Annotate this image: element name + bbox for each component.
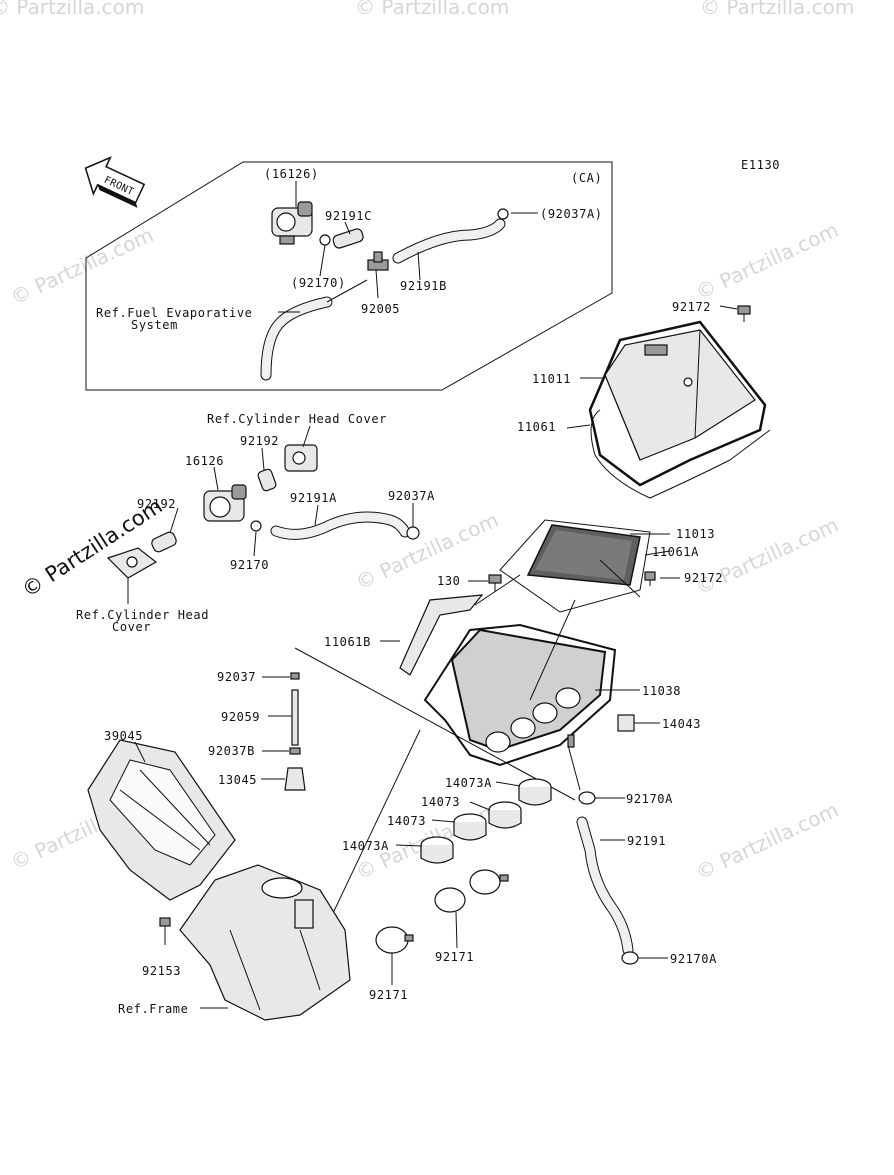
watermark: © Partzilla.com <box>692 513 842 600</box>
callout-92037b: 92037B <box>208 744 255 758</box>
callout-92172-top: 92172 <box>672 300 711 314</box>
callout-130: 130 <box>437 574 460 588</box>
ca-parts <box>260 201 509 381</box>
watermark: © Partzilla.com <box>7 223 157 310</box>
ref-cylinder-head-left-cover: Cover <box>112 620 151 634</box>
callout-13045: 13045 <box>218 773 257 787</box>
diagram-code: E1130 <box>741 158 780 172</box>
watermark: © Partzilla.com <box>700 0 854 19</box>
callout-92191: 92191 <box>627 834 666 848</box>
callout-92191c: 92191C <box>325 209 372 223</box>
watermark: © Partzilla.com <box>355 0 509 19</box>
ca-label: (CA) <box>571 171 602 185</box>
callout-92171-left: 92171 <box>369 988 408 1002</box>
watermark: © Partzilla.com <box>692 798 842 885</box>
part-14043 <box>617 714 635 732</box>
callout-11061: 11061 <box>517 420 556 434</box>
callout-92191a: 92191A <box>290 491 337 505</box>
ca-leaders <box>278 181 538 313</box>
callout-14073a-bottom: 14073A <box>342 839 389 853</box>
ref-frame: Ref.Frame <box>118 1002 188 1016</box>
callout-92037: 92037 <box>217 670 256 684</box>
callout-14073a-top: 14073A <box>445 776 492 790</box>
reference-line <box>294 647 576 801</box>
ram-air-duct <box>87 739 236 901</box>
reed-valve-assembly <box>106 444 420 579</box>
intake-funnels <box>420 778 552 864</box>
callout-92059: 92059 <box>221 710 260 724</box>
callout-92037a-ca: (92037A) <box>540 207 603 221</box>
callout-39045: 39045 <box>104 729 143 743</box>
valve-leaders <box>127 425 414 604</box>
callout-14043: 14043 <box>662 717 701 731</box>
callout-92191b: 92191B <box>400 279 447 293</box>
air-cleaner-cover <box>588 305 771 499</box>
ref-fuel-evaporative-system: System <box>131 318 178 332</box>
callout-14073-1: 14073 <box>421 795 460 809</box>
callout-92170-ca: (92170) <box>291 276 346 290</box>
ref-cylinder-head-cover-top: Ref.Cylinder Head Cover <box>207 412 387 426</box>
callout-92005: 92005 <box>361 302 400 316</box>
callout-16126: 16126 <box>185 454 224 468</box>
callout-92170a-bottom: 92170A <box>670 952 717 966</box>
air-cleaner-housing <box>423 623 617 767</box>
callout-92170a-top: 92170A <box>626 792 673 806</box>
callout-92192-left: 92192 <box>137 497 176 511</box>
callout-11061b: 11061B <box>324 635 371 649</box>
callout-11011: 11011 <box>532 372 571 386</box>
watermark: © Partzilla.com <box>692 218 842 305</box>
callout-14073-2: 14073 <box>387 814 426 828</box>
seal-11061b <box>399 594 484 676</box>
ca-variant-box <box>85 161 613 391</box>
callout-92037a: 92037A <box>388 489 435 503</box>
drain-assembly <box>284 672 306 791</box>
callout-16126-ca: (16126) <box>264 167 319 181</box>
frame <box>179 864 351 1021</box>
callout-92153: 92153 <box>142 964 181 978</box>
callout-11013: 11013 <box>676 527 715 541</box>
callout-92192: 92192 <box>240 434 279 448</box>
hose-clamps <box>375 869 509 954</box>
ref-fuel-evaporative: Ref.Fuel Evaporative <box>96 306 253 320</box>
watermark: © Partzilla.com <box>0 0 144 19</box>
screw-92153 <box>159 917 171 927</box>
callout-92170: 92170 <box>230 558 269 572</box>
drain-hose <box>567 744 639 965</box>
ref-cylinder-head-left: Ref.Cylinder Head <box>76 608 209 622</box>
callout-92172-mid: 92172 <box>684 571 723 585</box>
callout-11061a: 11061A <box>652 545 699 559</box>
front-arrow-icon: FRONT <box>84 156 146 208</box>
callout-11038: 11038 <box>642 684 681 698</box>
callout-92171-right: 92171 <box>435 950 474 964</box>
